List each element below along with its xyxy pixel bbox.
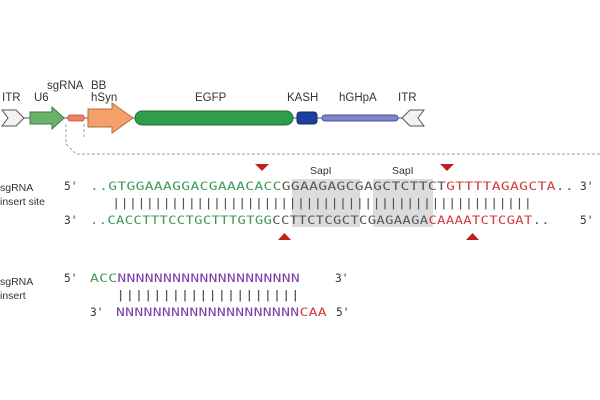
sapi-site-left-highlight <box>292 179 360 227</box>
insert-label-line1: sgRNA <box>0 276 33 288</box>
bb-label: BB <box>91 80 107 92</box>
hghpa-label: hGHpA <box>339 92 377 104</box>
bottom-strand-green: CACCTTTCCTGCTTTGTGG <box>107 214 272 227</box>
insert-site-panel: sgRNA insert site SapI SapI 5' ..GTGGAAA… <box>0 164 593 240</box>
hsyn-label: hSyn <box>91 92 117 104</box>
sapi-site-right-highlight <box>373 179 433 227</box>
bottom-strand-grey: CCTTCTCGCTCGAGAAGA <box>272 214 428 227</box>
top-strand-prefix: .. <box>90 180 108 193</box>
insert-top-3prime: 3' <box>335 272 348 285</box>
insert-top-overhang: ACC <box>90 272 117 285</box>
sapi-left-label: SapI <box>310 165 332 177</box>
insert-top-5prime: 5' <box>64 272 77 285</box>
top-strand-green: GTGGAAAGGACGAAACACC <box>108 180 281 193</box>
insert-label-line2: insert <box>0 290 26 302</box>
sgrna-element <box>67 114 85 122</box>
insert-top-n-seq: NNNNNNNNNNNNNNNNNNNN <box>117 272 300 285</box>
egfp-label: EGFP <box>195 92 227 104</box>
u6-promoter-element <box>29 105 65 131</box>
top-strand-suffix: .. <box>556 180 574 193</box>
insert-site-bottom-3prime: 3' <box>64 214 77 227</box>
kash-element <box>296 111 318 125</box>
cut-marker-top-left <box>255 164 269 171</box>
insert-bond-lines: |||||||||||||||||||| <box>116 289 300 302</box>
insert-bottom-overhang: CAA <box>299 306 327 319</box>
insert-site-label-line2: insert site <box>0 196 45 208</box>
kash-label: KASH <box>287 92 318 104</box>
top-strand-red: GTTTTAGAGCTA <box>446 180 556 193</box>
itr-right-label: ITR <box>398 92 417 104</box>
itr-left-element <box>1 109 25 127</box>
u6-label: U6 <box>34 92 49 104</box>
zoom-guide-line <box>65 124 600 155</box>
hsyn-promoter-element <box>87 102 134 134</box>
insert-bottom-3prime: 3' <box>90 306 103 319</box>
insert-site-bond-lines: ||||||||||||||||||||||||||||||||||||||||… <box>112 197 532 210</box>
itr-right-element <box>401 109 425 127</box>
insert-site-label-line1: sgRNA <box>0 182 33 194</box>
insert-site-top-5prime: 5' <box>64 180 77 193</box>
sgrna-label: sgRNA <box>47 80 84 92</box>
bottom-strand-red: CAAAATCTCGAT <box>428 214 532 227</box>
bottom-strand-prefix: .. <box>90 214 107 227</box>
top-strand-grey: GGAAGAGCGAGCTCTTCT <box>282 180 446 193</box>
construct-map: ITR U6 sgRNA BB hSyn EGFP KASH hGHpA ITR <box>1 80 600 155</box>
cut-marker-bottom-right <box>466 233 479 240</box>
hghpa-element <box>321 114 399 122</box>
insert-bottom-n-seq: NNNNNNNNNNNNNNNNNNNN <box>116 306 299 319</box>
sapi-right-label: SapI <box>392 165 414 177</box>
cut-marker-bottom-left <box>278 233 291 240</box>
cut-marker-top-right <box>440 164 454 171</box>
egfp-element <box>134 110 294 126</box>
insert-site-top-3prime: 3' <box>580 180 593 193</box>
itr-left-label: ITR <box>2 92 21 104</box>
bottom-strand-suffix: .. <box>533 214 550 227</box>
insert-bottom-5prime: 5' <box>336 306 349 319</box>
insert-site-bottom-5prime: 5' <box>580 214 593 227</box>
